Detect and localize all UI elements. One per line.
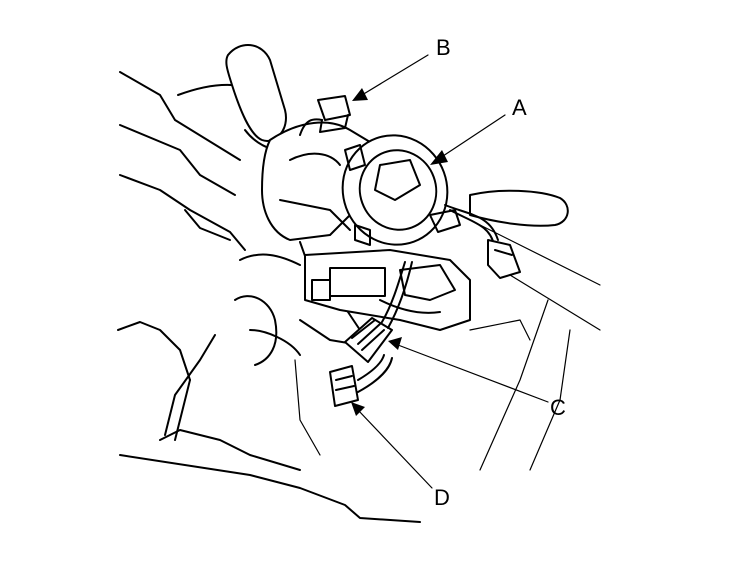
cable-reel bbox=[341, 134, 461, 246]
reel-harness bbox=[444, 204, 521, 279]
connector-c bbox=[344, 261, 413, 363]
callout-a-label: A bbox=[512, 95, 527, 120]
right-stalk bbox=[469, 189, 569, 227]
connector-b bbox=[299, 95, 351, 136]
switch-assembly bbox=[299, 249, 471, 346]
callout-b-label: B bbox=[436, 35, 451, 60]
leader-lines bbox=[351, 54, 549, 489]
callout-c-label: C bbox=[550, 395, 566, 420]
callout-d-label: D bbox=[434, 485, 450, 510]
connector-d bbox=[329, 354, 393, 407]
dashboard-outline bbox=[117, 71, 601, 523]
